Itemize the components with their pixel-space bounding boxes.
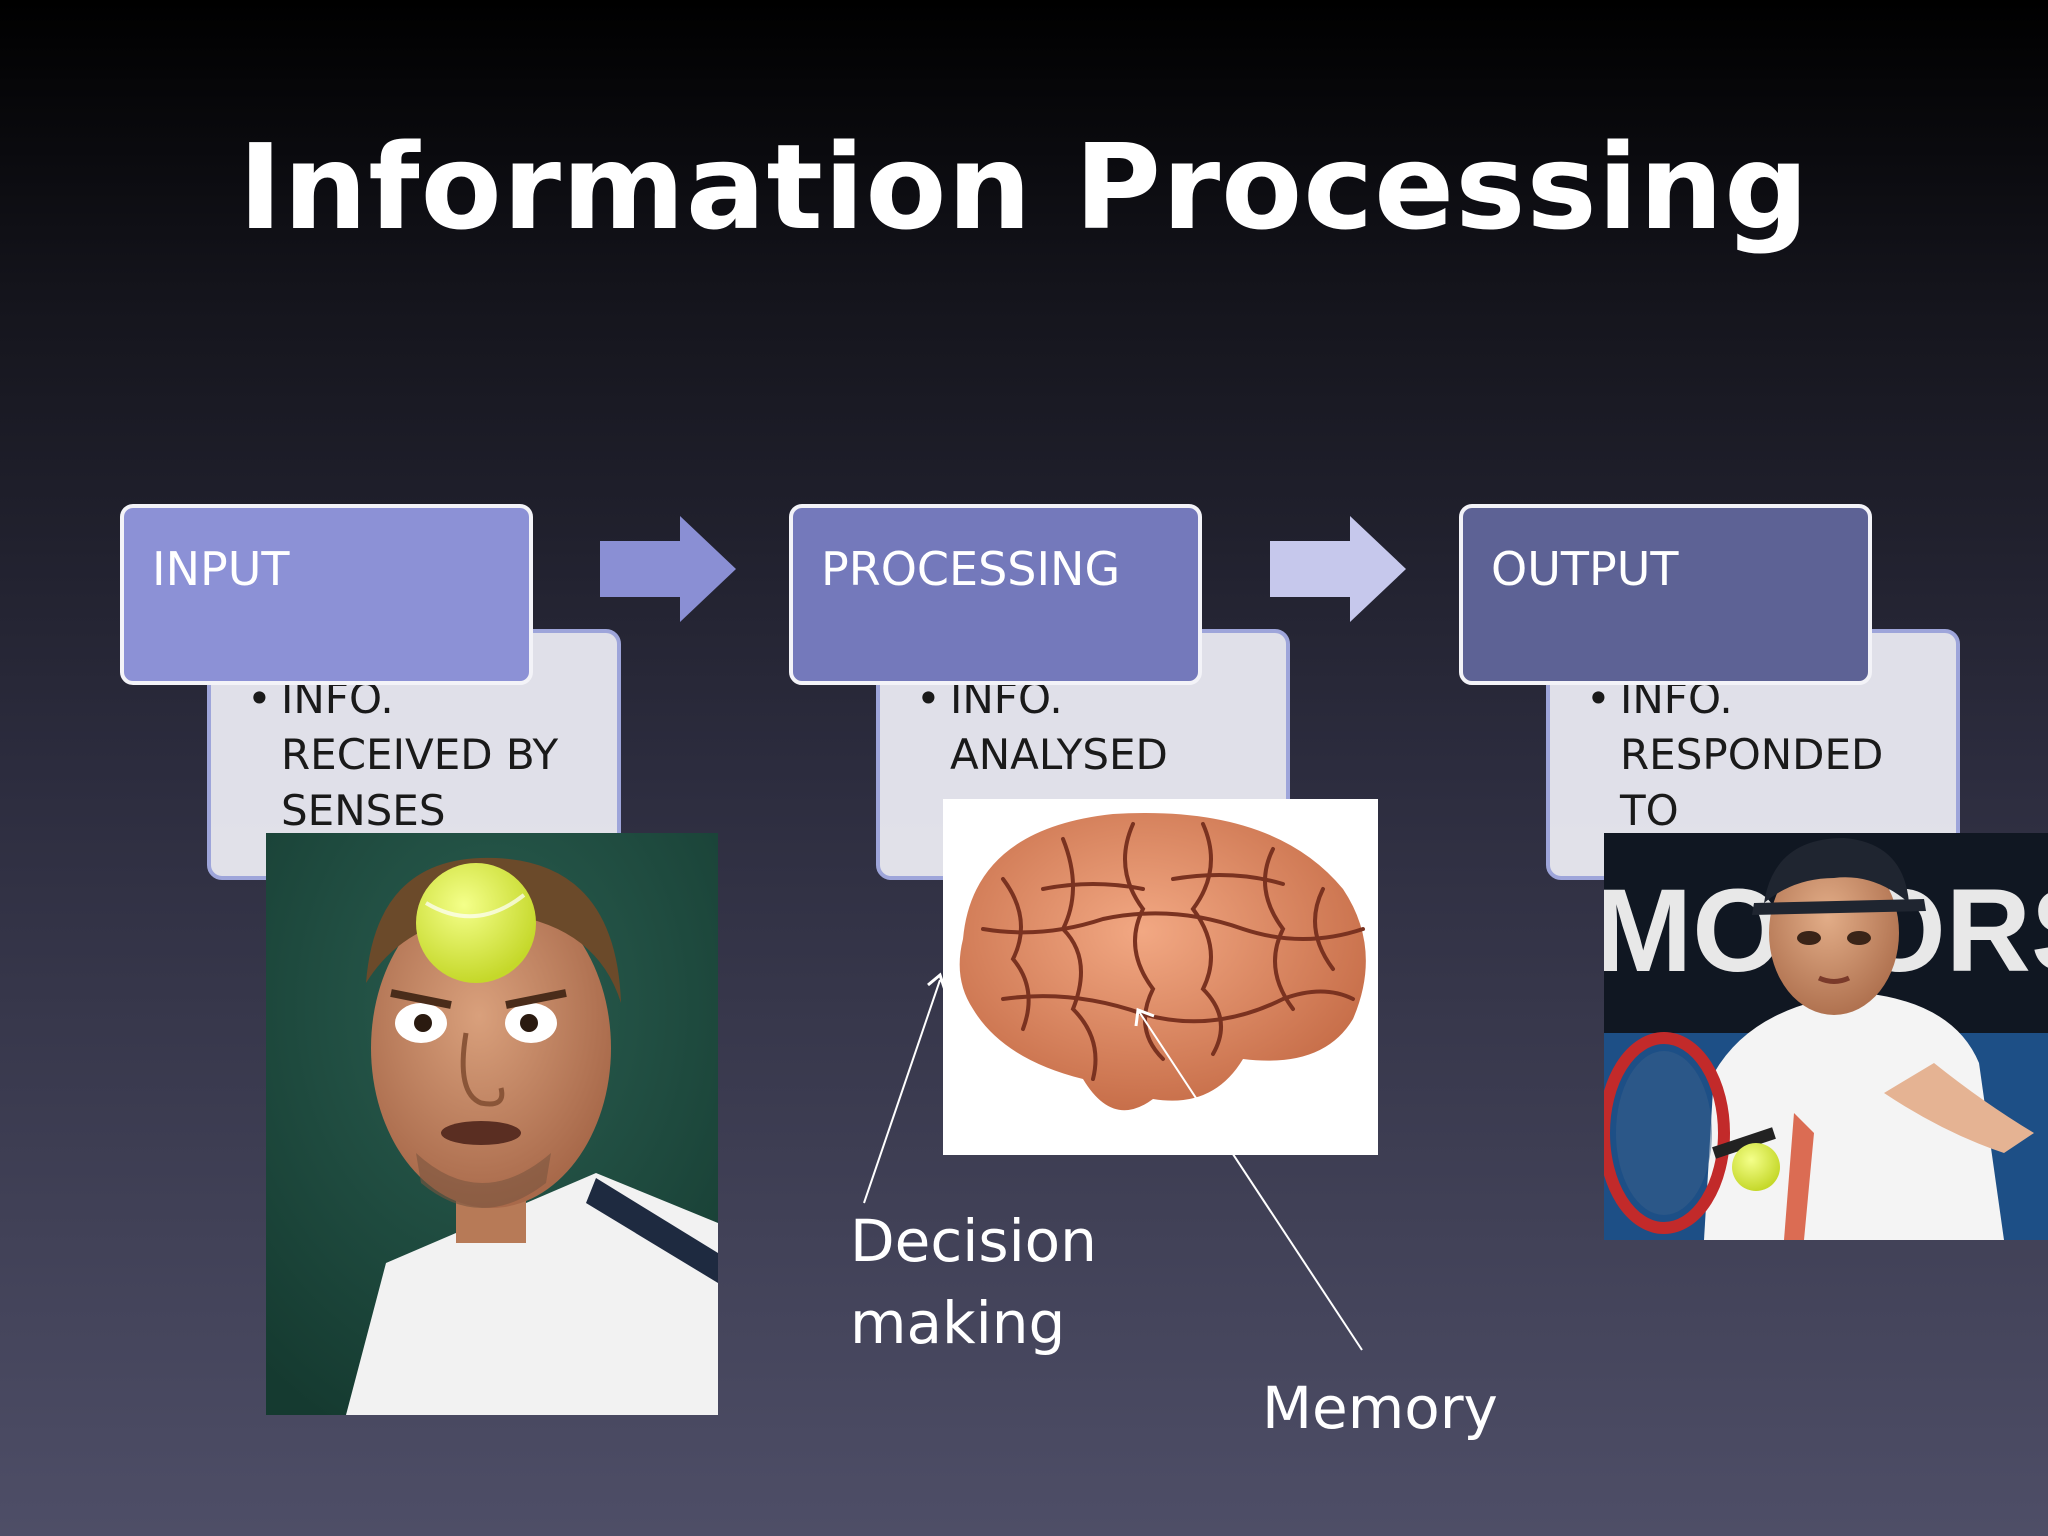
output-stage-label: OUTPUT	[1491, 542, 1679, 596]
brain-image	[943, 799, 1378, 1155]
input-detail-text: • INFO. RECEIVED BY SENSES	[247, 671, 607, 839]
input-stage-label: INPUT	[152, 542, 290, 596]
processing-stage-box: PROCESSING	[789, 504, 1202, 685]
tennis-player-hitting-ball-photo: MOTORS	[1604, 833, 2048, 1240]
input-detail-label: INFO. RECEIVED BY SENSES	[281, 674, 559, 835]
arrow-right-icon	[600, 516, 736, 622]
output-stage-box: OUTPUT	[1459, 504, 1872, 685]
slide-title: Information Processing	[238, 118, 1810, 256]
decision-making-caption: Decision making	[850, 1207, 1097, 1357]
processing-stage-label: PROCESSING	[821, 542, 1121, 596]
tennis-player-watching-ball-photo	[266, 833, 718, 1415]
memory-caption: Memory	[1262, 1374, 1498, 1442]
arrow-right-icon	[1270, 516, 1406, 622]
input-stage-box: INPUT	[120, 504, 533, 685]
